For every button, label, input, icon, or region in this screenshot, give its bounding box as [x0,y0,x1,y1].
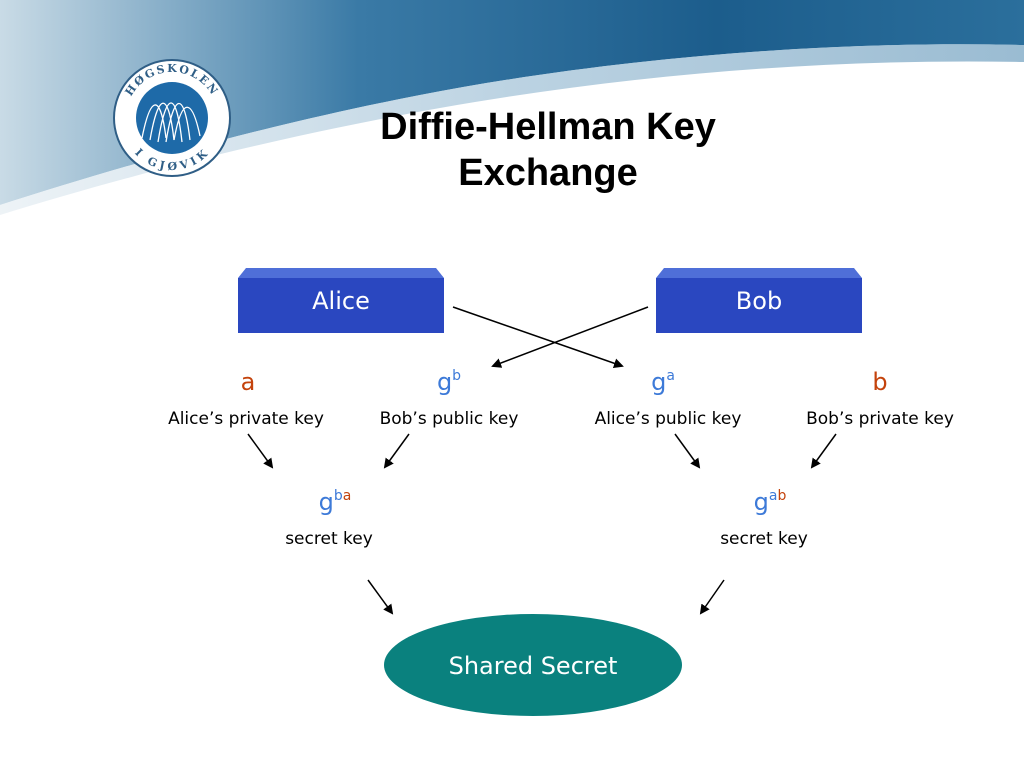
alice-public-symbol: ga [651,368,675,396]
bob-label: Bob [735,287,783,315]
arrow-a-to-gba [247,433,274,469]
alice-public-caption: Alice’s public key [594,409,742,429]
alice-label: Alice [312,287,370,315]
header-background [0,0,1024,215]
page-title: Diffie-Hellman Key Exchange [300,104,796,196]
title-line-2: Exchange [458,152,638,194]
alice-secret-caption: secret key [285,529,373,549]
arrow-ga-to-gab [674,433,701,469]
school-logo: HØGSKOLEN I GJØVIK [113,59,231,177]
arrow-gb-to-gba [383,433,410,469]
bob-public-caption: Bob’s public key [379,409,519,429]
arrow-b-to-gab [810,433,837,469]
alice-private-caption: Alice’s private key [168,409,324,429]
bob-private-caption: Bob’s private key [806,409,954,429]
shared-secret-label: Shared Secret [448,652,618,680]
bob-secret-caption: secret key [720,529,808,549]
shared-secret-ellipse: Shared Secret [384,614,682,716]
bob-public-symbol: gb [436,368,462,396]
arrow-gab-to-shared [699,579,725,615]
bob-private-symbol: b [872,368,888,396]
arrow-bob-to-alice-public [491,306,649,368]
title-line-1: Diffie-Hellman Key [380,106,716,148]
alice-private-symbol: a [240,368,256,396]
alice-secret-symbol: gba [318,488,352,516]
arrow-alice-to-bob-public [452,306,624,369]
bob-box: Bob [656,268,862,333]
alice-box: Alice [238,268,444,333]
arrow-gba-to-shared [367,579,394,615]
bob-secret-symbol: gab [753,488,787,516]
